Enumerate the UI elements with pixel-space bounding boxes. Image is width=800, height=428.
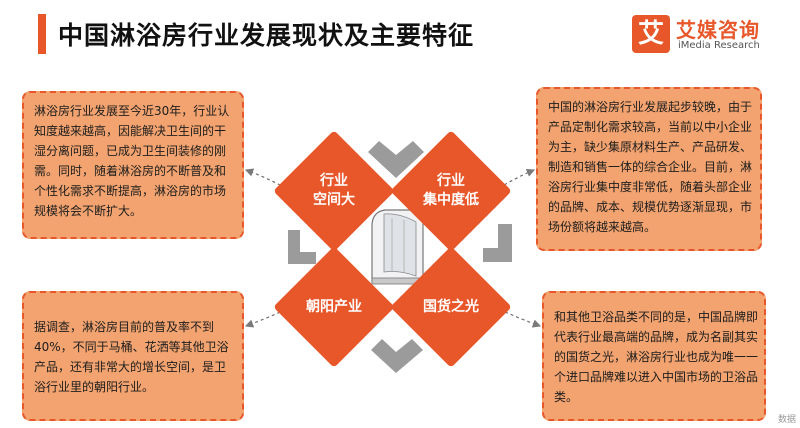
diamond-national-pride: 国货之光 xyxy=(390,246,512,368)
card-national-pride: 和其他卫浴品类不同的是，中国品牌即代表行业最高端的品牌，成为名副其实的国货之光，… xyxy=(542,291,766,421)
page-title: 中国淋浴房行业发展现状及主要特征 xyxy=(58,21,475,50)
card-industry-space: 淋浴房行业发展至今近30年，行业认知度越来越高，因能解决卫生间的干湿分离问题，已… xyxy=(22,91,244,239)
diamond-sunrise-industry: 朝阳产业 xyxy=(273,246,395,368)
connector-bottom-left xyxy=(244,306,292,328)
watermark-text: 数据 xyxy=(778,415,797,425)
logo-en-text: iMedia Research xyxy=(678,40,760,51)
cycle-arrow-icon-top xyxy=(368,141,424,178)
diamond-label-line: 集中度低 xyxy=(423,192,479,208)
connector-bottom-right xyxy=(493,306,542,328)
diamond-label-line: 国货之光 xyxy=(423,298,479,315)
cycle-arrow-icon-right xyxy=(483,224,512,262)
logo-mark-icon: 艾 xyxy=(632,15,670,53)
diamond-industry-concentration: 行业集中度低 xyxy=(390,130,512,252)
diamond-label-line: 空间大 xyxy=(313,192,355,208)
title-accent-bar xyxy=(38,14,46,54)
cycle-arrow-icon-left xyxy=(288,230,316,264)
connector-top-left xyxy=(244,168,292,192)
diamond-label-line: 朝阳产业 xyxy=(306,298,362,315)
card-sunrise-industry: 据调查，淋浴房目前的普及率不到40%，不同于马桶、花洒等其他卫浴产品，还有非常大… xyxy=(22,291,244,421)
diamond-industry-space: 行业空间大 xyxy=(273,130,395,252)
shower-enclosure-icon xyxy=(371,209,424,285)
cycle-arrow-icon-bottom xyxy=(371,339,423,373)
diamond-label-line: 行业 xyxy=(437,173,465,189)
diamond-label-line: 行业 xyxy=(320,173,348,189)
logo-cn-text: 艾媒咨询 xyxy=(676,18,760,42)
card-industry-concentration: 中国的淋浴房行业发展起步较晚，由于产品定制化需求较高，当前以中小企业为主，缺少集… xyxy=(536,87,762,251)
imedia-logo: 艾 艾媒咨询 iMedia Research xyxy=(612,10,792,60)
